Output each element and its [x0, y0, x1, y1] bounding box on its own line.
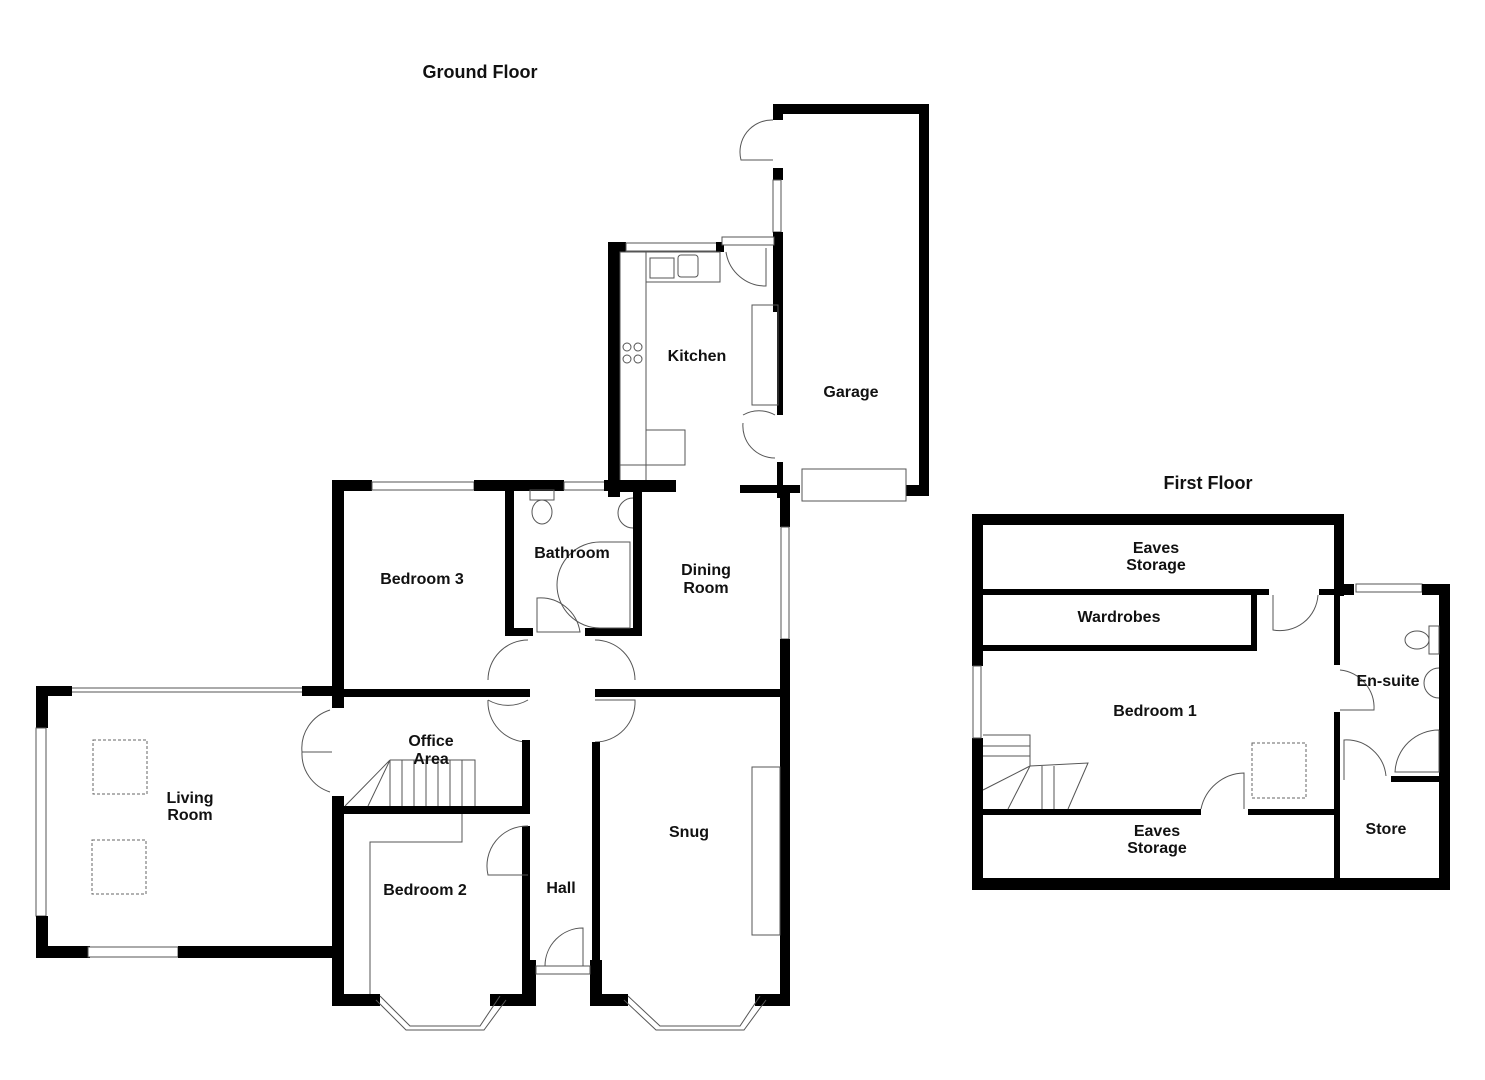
- room-label-bedroom-1: Bedroom 1: [1113, 703, 1197, 720]
- room-label-eaves-top-2: Storage: [1126, 557, 1186, 574]
- room-label-garage: Garage: [823, 384, 878, 401]
- room-label-snug: Snug: [669, 824, 709, 841]
- first-floor-walls: [972, 514, 1450, 890]
- room-label-office-1: Office: [408, 733, 453, 750]
- room-label-bedroom-3: Bedroom 3: [380, 571, 464, 588]
- garage-walls: [740, 104, 929, 502]
- room-label-dining-1: Dining: [681, 562, 731, 579]
- room-label-dining-2: Room: [683, 580, 728, 597]
- office-walls: [338, 740, 530, 1006]
- room-label-bedroom-2: Bedroom 2: [383, 882, 467, 899]
- room-label-eaves-top-1: Eaves: [1133, 540, 1179, 557]
- living-room-walls: [35, 686, 344, 1006]
- ground-floor-plan: Kitchen Garage Bedroom 3 Bathroom Dining…: [35, 104, 929, 1031]
- room-label-bathroom: Bathroom: [534, 545, 610, 562]
- room-label-office-2: Area: [413, 751, 449, 768]
- room-label-eaves-bottom-2: Storage: [1127, 840, 1187, 857]
- middle-walls: [332, 480, 790, 1006]
- room-label-wardrobes: Wardrobes: [1078, 609, 1161, 626]
- first-floor-plan: Eaves Storage Wardrobes Bedroom 1 En-sui…: [972, 514, 1450, 890]
- ground-floor-title: Ground Floor: [423, 62, 538, 82]
- kitchen-walls: [608, 236, 775, 497]
- room-label-eaves-bottom-1: Eaves: [1134, 823, 1180, 840]
- room-label-hall: Hall: [546, 880, 575, 897]
- room-label-living-2: Room: [167, 807, 212, 824]
- first-floor-title: First Floor: [1164, 473, 1253, 493]
- room-label-store: Store: [1366, 821, 1407, 838]
- room-label-ensuite: En-suite: [1356, 673, 1419, 690]
- room-label-kitchen: Kitchen: [668, 348, 727, 365]
- room-label-living-1: Living: [166, 790, 213, 807]
- front-walls: [332, 742, 790, 1006]
